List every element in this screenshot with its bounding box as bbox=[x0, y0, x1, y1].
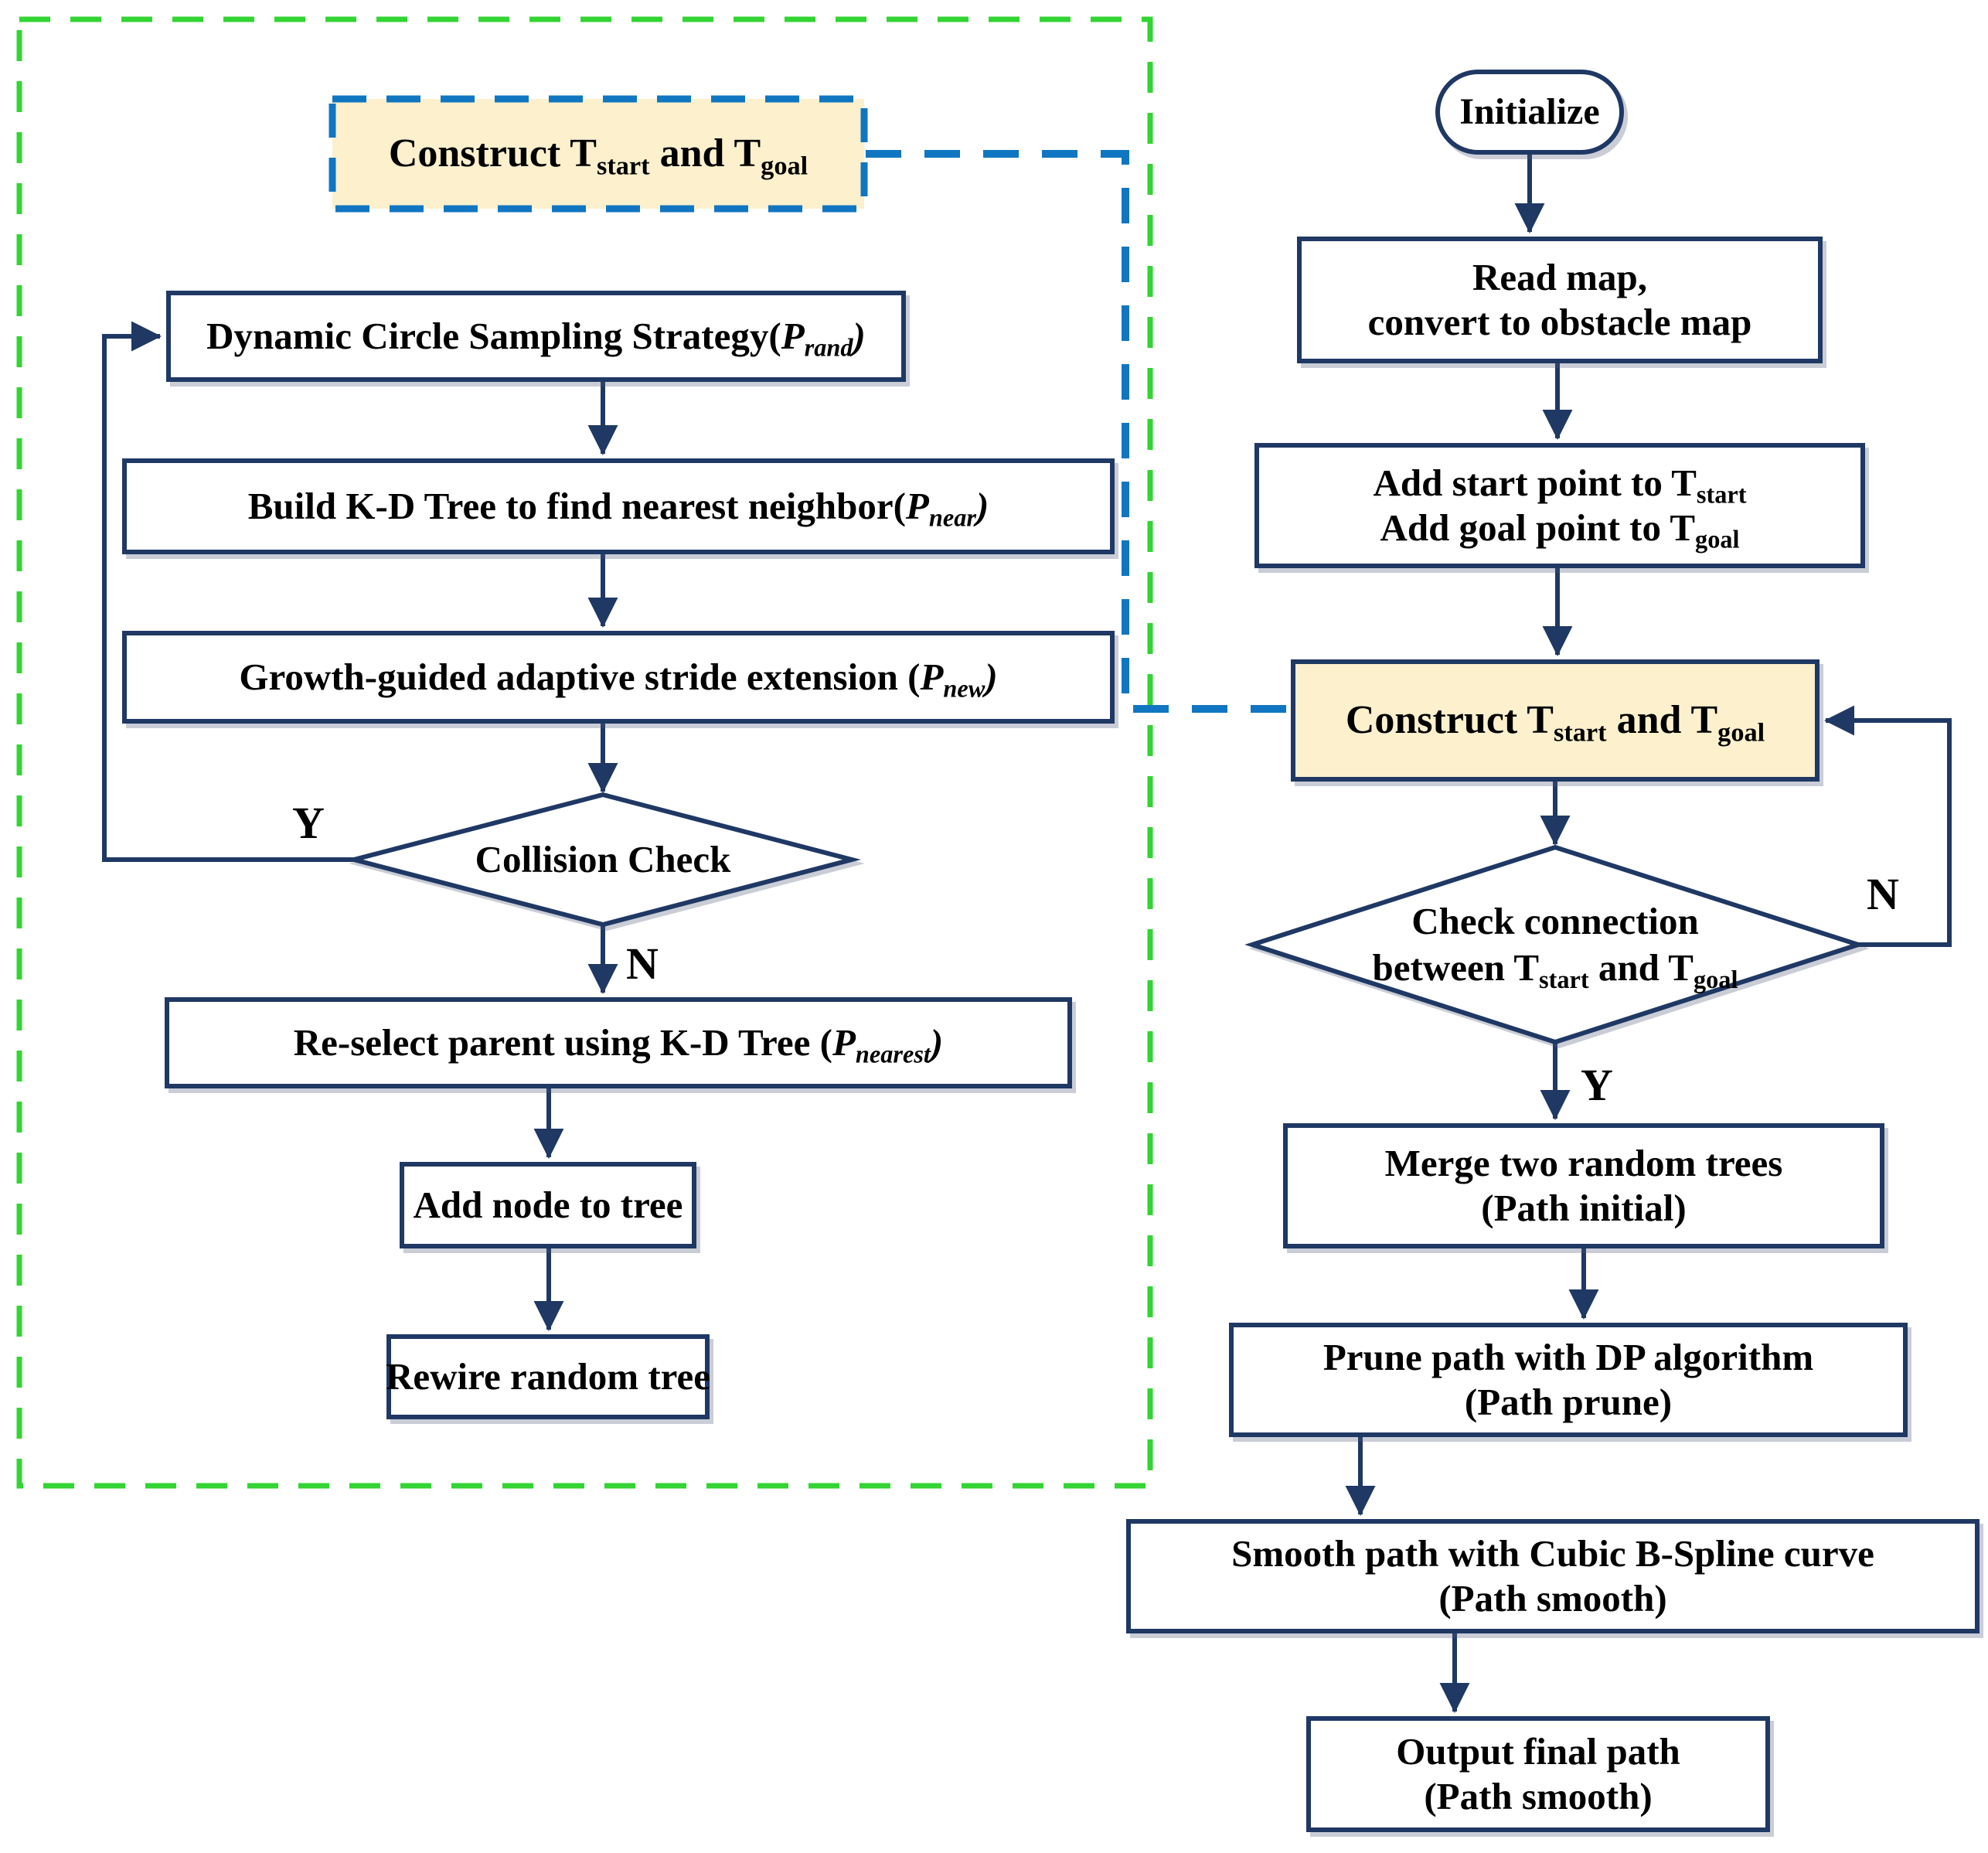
reselect-parent-box: Re-select parent using K-D Tree (Pneares… bbox=[165, 997, 1072, 1088]
sampling-strategy-label: Dynamic Circle Sampling Strategy(Prand) bbox=[206, 315, 866, 362]
label-check-yes: Y bbox=[1581, 1060, 1613, 1110]
label-collision-yes: Y bbox=[292, 798, 325, 848]
module-link-blue-dashed bbox=[866, 150, 1288, 713]
add-start-point-line: Add start point to Tstart bbox=[1373, 462, 1747, 509]
label-check-no: N bbox=[1867, 869, 1899, 919]
construct-trees-right-label: Construct Tstart and Tgoal bbox=[1345, 698, 1765, 748]
prune-path-box: Prune path with DP algorithm (Path prune… bbox=[1229, 1323, 1908, 1437]
merge-trees-line1: Merge two random trees bbox=[1384, 1142, 1783, 1185]
initialize-terminator: Initialize bbox=[1435, 70, 1624, 155]
construct-trees-box-right: Construct Tstart and Tgoal bbox=[1291, 659, 1819, 782]
module-boundary-green-dashed bbox=[16, 16, 1153, 1489]
initialize-label: Initialize bbox=[1459, 90, 1600, 132]
read-map-line1: Read map, bbox=[1472, 256, 1647, 299]
check-connection-line1: Check connection bbox=[1411, 900, 1699, 943]
stride-extension-box: Growth-guided adaptive stride extension … bbox=[122, 631, 1115, 724]
add-points-box: Add start point to Tstart Add goal point… bbox=[1254, 443, 1865, 568]
collision-check-diamond bbox=[345, 792, 861, 928]
output-path-line1: Output final path bbox=[1396, 1730, 1680, 1773]
add-node-box: Add node to tree bbox=[400, 1162, 696, 1248]
sampling-strategy-box: Dynamic Circle Sampling Strategy(Prand) bbox=[166, 291, 906, 382]
smooth-path-line2: (Path smooth) bbox=[1438, 1577, 1667, 1620]
rewire-tree-label: Rewire random tree bbox=[386, 1355, 710, 1398]
rewire-tree-box: Rewire random tree bbox=[386, 1334, 710, 1419]
kdtree-neighbor-label: Build K-D Tree to find nearest neighbor(… bbox=[247, 485, 989, 532]
read-map-box: Read map, convert to obstacle map bbox=[1297, 237, 1823, 363]
check-connection-diamond bbox=[1244, 844, 1866, 1045]
merge-trees-line2: (Path initial) bbox=[1481, 1187, 1687, 1229]
check-connection-line2: between Tstart and Tgoal bbox=[1372, 946, 1738, 993]
add-node-label: Add node to tree bbox=[413, 1184, 683, 1227]
loop-check-no-to-construct bbox=[1824, 705, 1952, 947]
check-connection-label: Check connection between Tstart and Tgoa… bbox=[1372, 898, 1738, 993]
read-map-line2: convert to obstacle map bbox=[1367, 301, 1752, 343]
collision-check-label: Collision Check bbox=[475, 838, 731, 881]
loop-collision-yes-to-sampling bbox=[102, 321, 354, 862]
smooth-path-line1: Smooth path with Cubic B-Spline curve bbox=[1231, 1532, 1874, 1575]
kdtree-neighbor-box: Build K-D Tree to find nearest neighbor(… bbox=[122, 458, 1115, 554]
reselect-parent-label: Re-select parent using K-D Tree (Pneares… bbox=[293, 1021, 944, 1068]
smooth-path-box: Smooth path with Cubic B-Spline curve (P… bbox=[1126, 1519, 1979, 1633]
construct-trees-box-left: Construct Tstart and Tgoal bbox=[332, 99, 864, 209]
output-path-line2: (Path smooth) bbox=[1424, 1775, 1653, 1817]
prune-path-line2: (Path prune) bbox=[1464, 1381, 1673, 1423]
construct-trees-left-label: Construct Tstart and Tgoal bbox=[388, 131, 808, 181]
prune-path-line1: Prune path with DP algorithm bbox=[1322, 1336, 1814, 1379]
label-collision-no: N bbox=[626, 938, 659, 989]
output-path-box: Output final path (Path smooth) bbox=[1306, 1716, 1770, 1832]
add-goal-point-line: Add goal point to Tgoal bbox=[1380, 506, 1740, 554]
merge-trees-box: Merge two random trees (Path initial) bbox=[1283, 1123, 1884, 1248]
stride-extension-label: Growth-guided adaptive stride extension … bbox=[239, 656, 998, 703]
